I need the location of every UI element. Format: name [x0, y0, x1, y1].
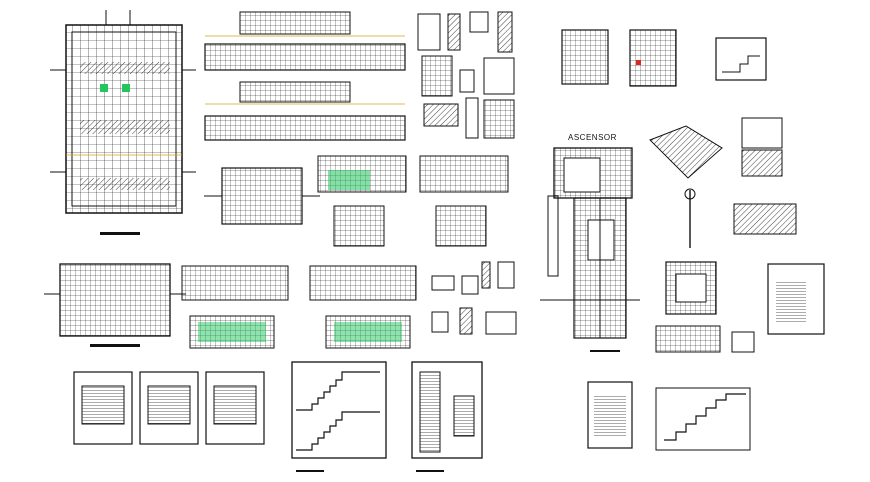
small-details — [431, 261, 517, 335]
stair-elevation — [411, 361, 483, 472]
construction-details — [417, 11, 515, 139]
right-lower-drawings — [587, 261, 825, 451]
right-upper-plans — [561, 29, 767, 87]
stair-section — [291, 361, 387, 472]
long-elevations — [204, 11, 406, 141]
stair-plans — [73, 371, 265, 445]
right-middle-details — [649, 117, 797, 248]
elevator-title: ASCENSOR — [568, 133, 617, 142]
main-floor-plan — [50, 10, 196, 235]
lower-plan-and-elevations — [44, 263, 417, 349]
elevator-section: ASCENSOR — [540, 133, 640, 352]
middle-row-drawings — [204, 155, 509, 247]
